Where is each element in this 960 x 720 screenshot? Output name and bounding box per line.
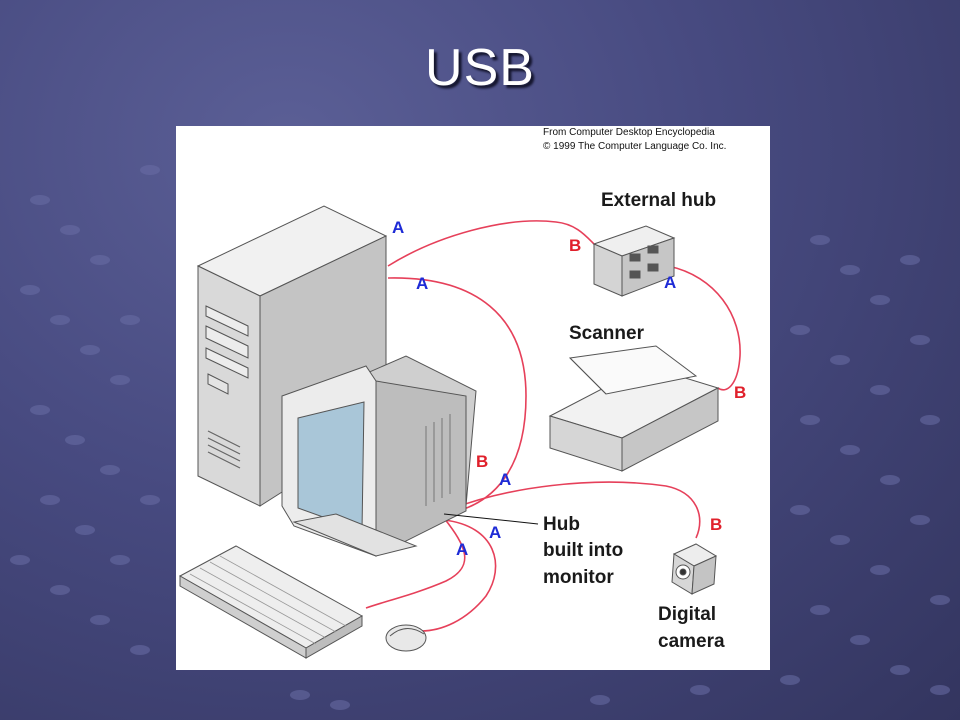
port-a-marker: A — [664, 273, 677, 292]
scanner-device — [548, 345, 720, 472]
port-b-marker: B — [710, 515, 723, 534]
mouse — [385, 624, 427, 652]
cable-monitor-to-mouse — [420, 519, 497, 632]
label-hub-monitor-line-3: monitor — [543, 567, 614, 588]
digital-camera — [671, 543, 718, 595]
figure-credit: From Computer Desktop Encyclopedia © 199… — [543, 126, 726, 154]
label-scanner: Scanner — [569, 323, 644, 344]
port-a-marker: A — [392, 218, 405, 237]
port-a-marker: A — [499, 470, 512, 489]
usb-diagram: From Computer Desktop Encyclopedia © 199… — [176, 126, 770, 670]
port-a-marker: A — [416, 274, 429, 293]
port-b-marker: B — [476, 452, 489, 471]
port-b-marker: B — [569, 236, 582, 255]
label-external-hub: External hub — [601, 190, 717, 211]
cable-monitor-to-keyboard — [365, 517, 466, 609]
hub-label-leader — [443, 513, 539, 525]
port-a-marker: A — [489, 523, 502, 542]
cable-monitor-to-camera — [443, 481, 701, 539]
label-hub-monitor-line-2: built into — [543, 540, 624, 561]
label-camera-line-1: Digital — [658, 604, 717, 625]
credit-line-1: From Computer Desktop Encyclopedia — [543, 127, 715, 138]
port-a-marker: A — [456, 540, 469, 559]
cable-hub-to-scanner — [667, 265, 741, 391]
credit-line-2: © 1999 The Computer Language Co. Inc. — [543, 141, 727, 152]
external-hub-device — [592, 225, 676, 297]
slide-title: USB — [425, 39, 535, 97]
monitor — [281, 355, 477, 557]
label-camera-line-2: camera — [658, 631, 725, 652]
keyboard — [178, 545, 364, 659]
cable-pc-to-hub — [387, 220, 595, 267]
label-hub-monitor-line-1: Hub — [543, 514, 580, 535]
usb-cables — [365, 220, 741, 632]
diagram-drawing — [178, 205, 741, 659]
cable-pc-to-monitor-hub — [387, 277, 527, 515]
port-b-marker: B — [734, 383, 747, 402]
